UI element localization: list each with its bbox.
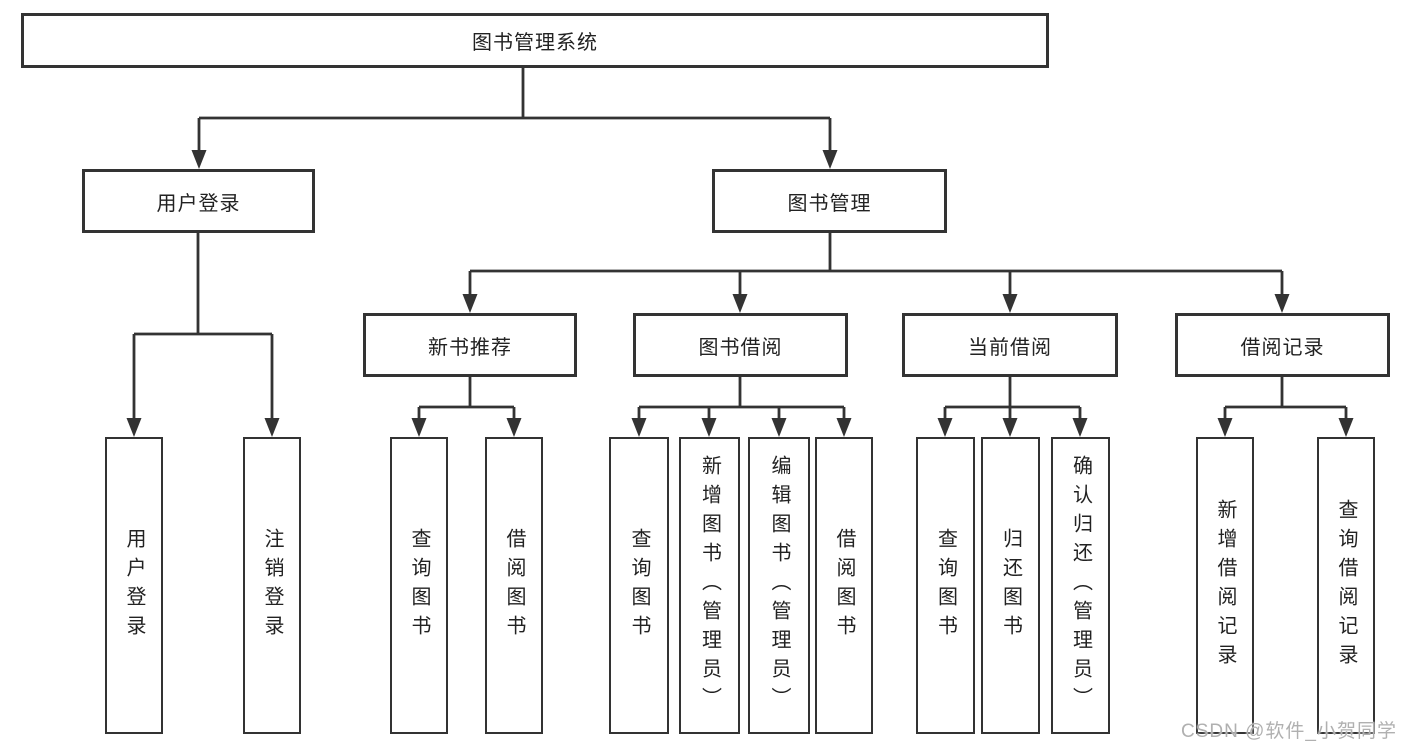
leaf-edit-books-admin: 编辑图书（管理员） [748, 437, 810, 734]
csdn-watermark: CSDN @软件_小贺同学 [1181, 721, 1397, 742]
leaf-logout: 注销登录 [243, 437, 301, 734]
leaf-add-borrow-record-label: 新增借阅记录 [1214, 498, 1236, 673]
leaf-add-books-admin-label: 新增图书（管理员） [698, 455, 721, 716]
node-current-borrowing: 当前借阅 [902, 313, 1118, 377]
leaf-confirm-return-admin-label: 确认归还（管理员） [1069, 455, 1092, 716]
leaf-borrow-books-recommend: 借阅图书 [485, 437, 543, 734]
leaf-query-books-borrowing-label: 查询图书 [628, 527, 650, 644]
node-user-login: 用户登录 [82, 169, 315, 233]
node-book-management: 图书管理 [712, 169, 947, 233]
node-borrowing-records: 借阅记录 [1175, 313, 1390, 377]
leaf-borrow-books-label: 借阅图书 [833, 527, 855, 644]
leaf-query-borrow-record-label: 查询借阅记录 [1335, 498, 1357, 673]
node-new-book-recommendation: 新书推荐 [363, 313, 577, 377]
leaf-edit-books-admin-label: 编辑图书（管理员） [768, 455, 790, 716]
leaf-logout-label: 注销登录 [261, 527, 283, 644]
leaf-borrow-books-recommend-label: 借阅图书 [503, 527, 525, 644]
leaf-query-books-borrowing: 查询图书 [609, 437, 669, 734]
leaf-add-books-admin: 新增图书（管理员） [679, 437, 740, 734]
leaf-return-books: 归还图书 [981, 437, 1040, 734]
leaf-query-borrow-record: 查询借阅记录 [1317, 437, 1375, 734]
node-book-borrowing: 图书借阅 [633, 313, 848, 377]
leaf-query-books-current-label: 查询图书 [934, 527, 957, 644]
leaf-query-books-current: 查询图书 [916, 437, 975, 734]
leaf-user-login-label: 用户登录 [123, 527, 145, 644]
node-library-management-system: 图书管理系统 [21, 13, 1049, 68]
leaf-return-books-label: 归还图书 [999, 527, 1022, 644]
leaf-query-books-recommend-label: 查询图书 [408, 527, 430, 644]
leaf-confirm-return-admin: 确认归还（管理员） [1051, 437, 1110, 734]
leaf-user-login: 用户登录 [105, 437, 163, 734]
leaf-query-books-recommend: 查询图书 [390, 437, 448, 734]
leaf-borrow-books: 借阅图书 [815, 437, 873, 734]
leaf-add-borrow-record: 新增借阅记录 [1196, 437, 1254, 734]
